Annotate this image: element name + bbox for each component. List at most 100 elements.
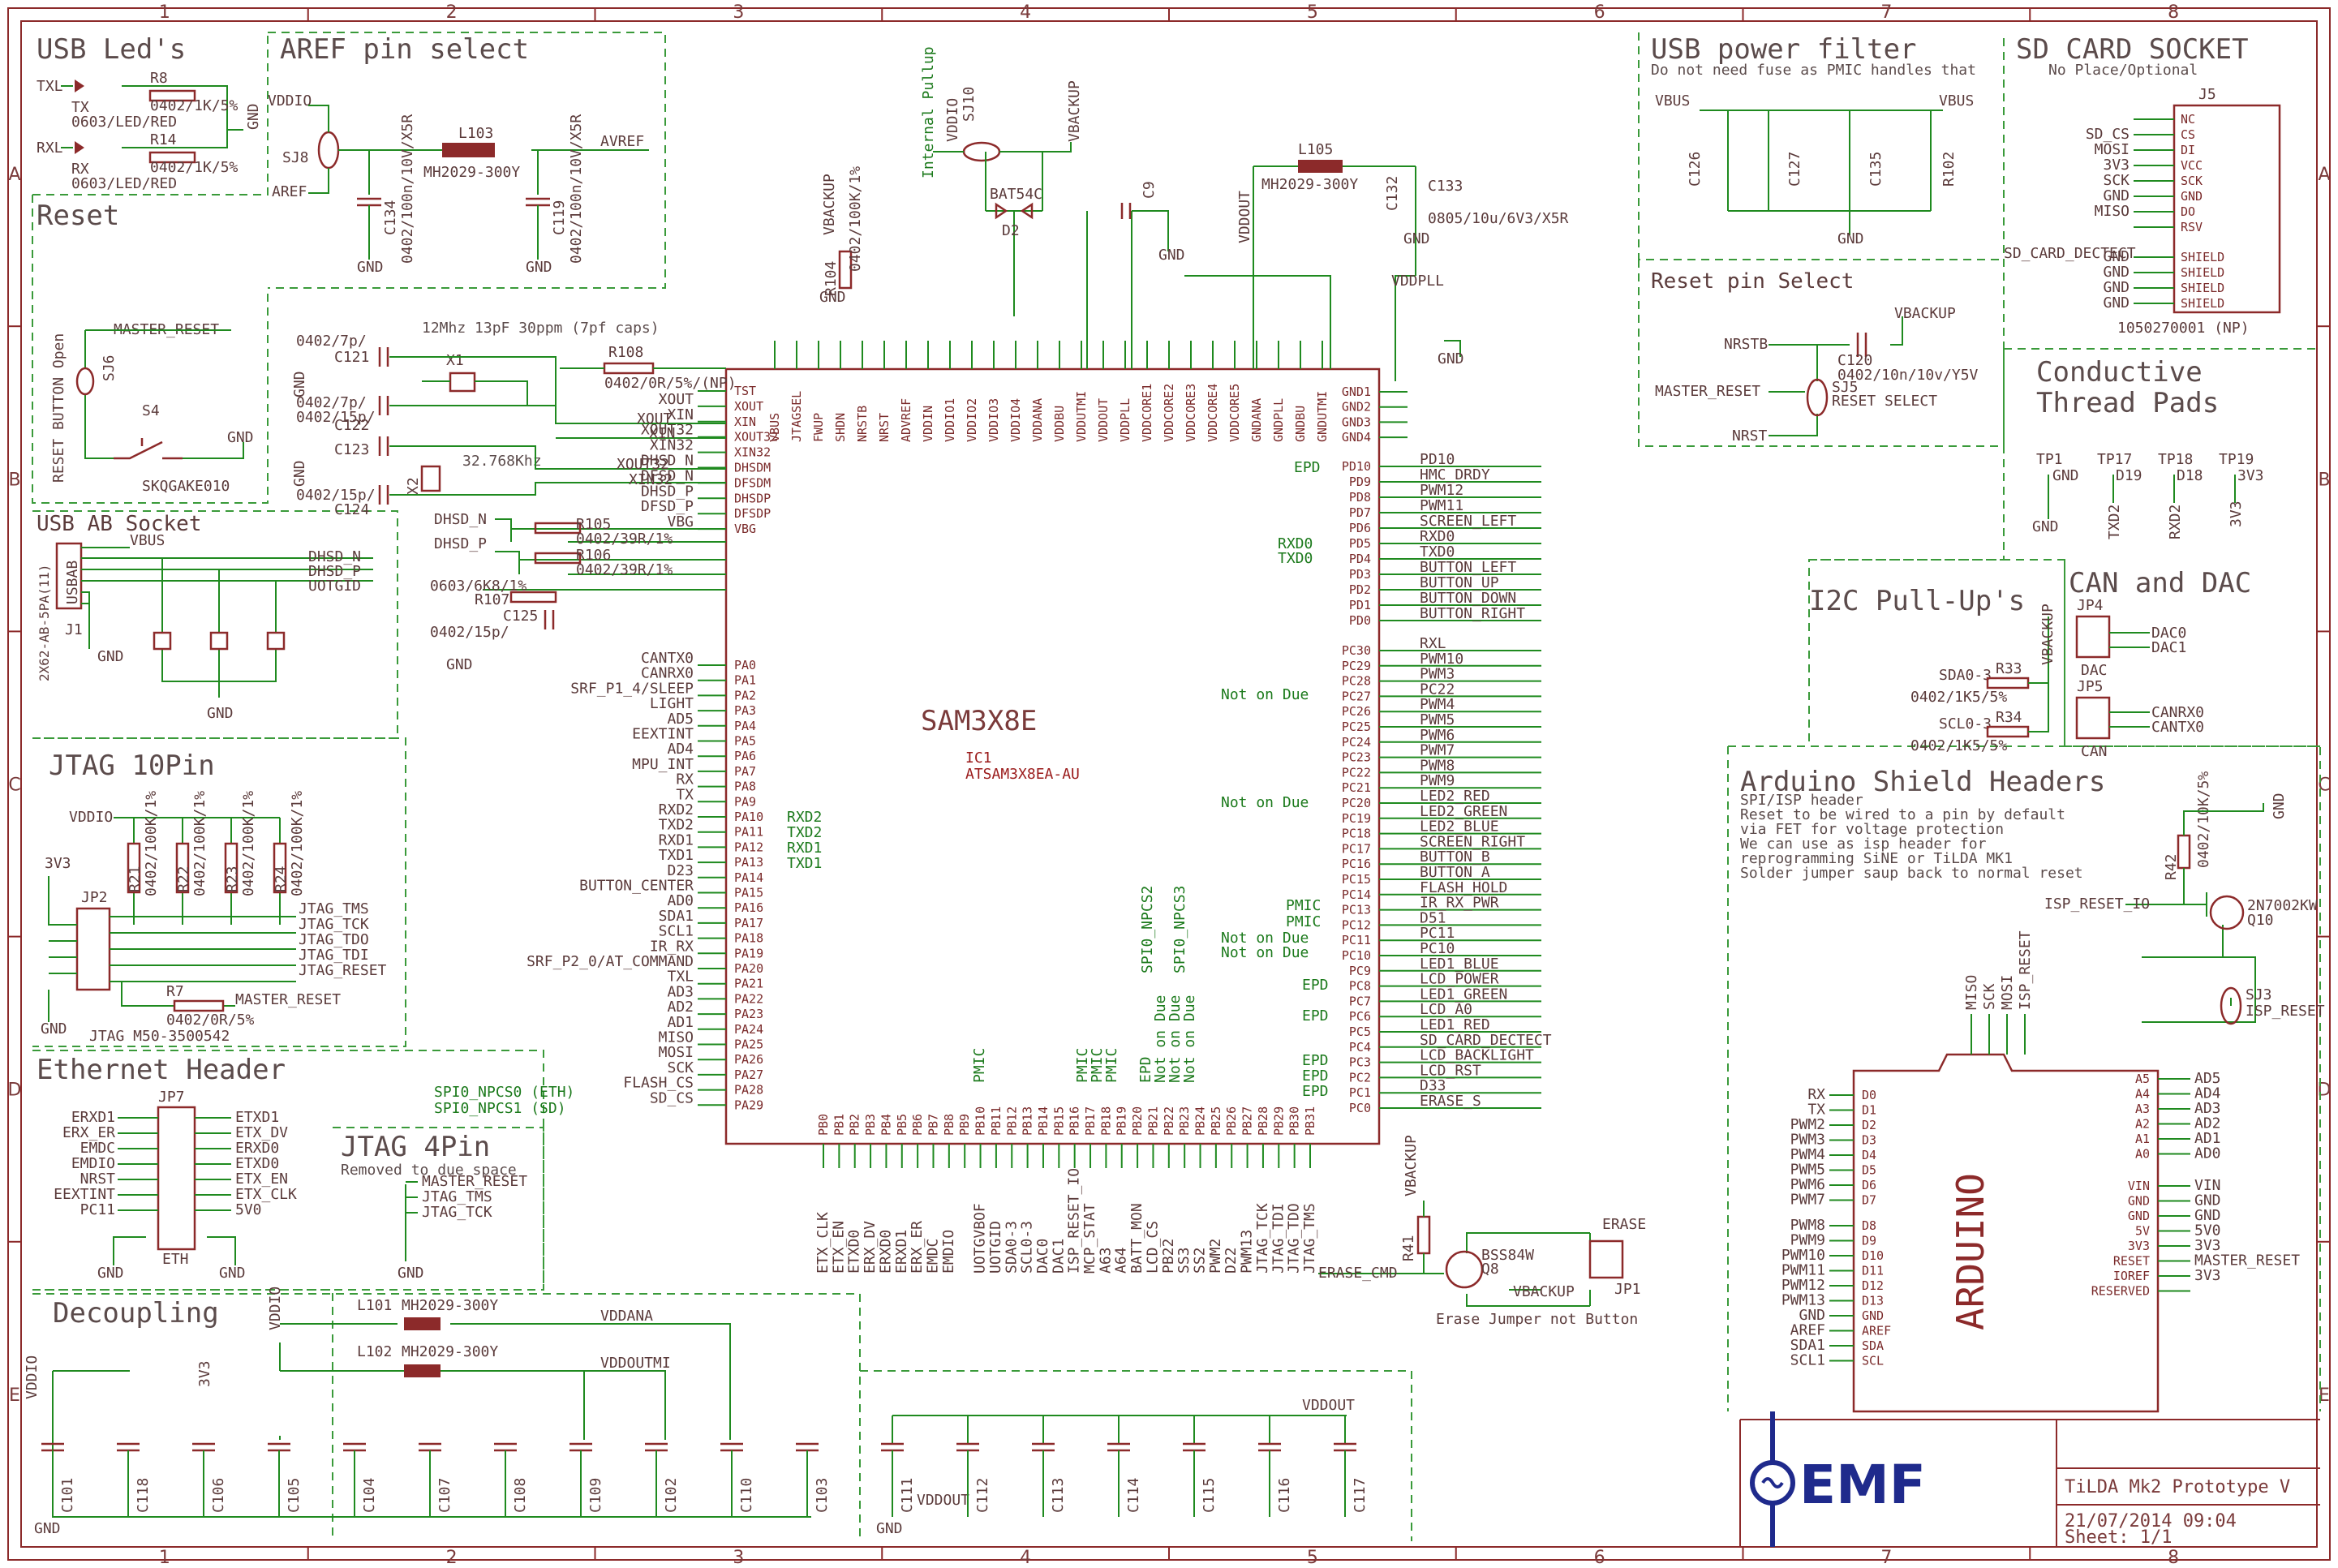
usb-connector-icon	[55, 542, 83, 610]
mcu-left-pin-name: PA18	[734, 931, 763, 946]
arduino-right-net: 5V0	[2194, 1222, 2221, 1239]
mcu-right-pin-name: PD2	[1349, 582, 1371, 597]
resistor-r7-icon	[173, 999, 225, 1012]
r107-value: 0603/6K8/1%	[430, 578, 526, 595]
sd-net: SCK	[2103, 172, 2130, 189]
mcu-top-pin-name: FWUP	[811, 413, 826, 442]
arduino-left-pin: D12	[1862, 1278, 1884, 1293]
c132-ref: C132	[1384, 176, 1401, 211]
grid-col-bottom: 1	[159, 1548, 170, 1568]
sd-net: MOSI	[2095, 141, 2130, 158]
resistor-r104-icon	[838, 250, 853, 290]
mcu-bottom-pin-name: PB15	[1051, 1106, 1066, 1136]
mcu-right-pin-name: PD0	[1349, 613, 1371, 628]
mcu-right-pin-name: PD7	[1349, 505, 1371, 520]
jtag4-note: Removed to due space	[341, 1162, 517, 1179]
note-internal-pullup: Internal Pullup	[920, 46, 937, 178]
sd-pin-name: SCK	[2181, 174, 2203, 188]
note-epd-7: EPD	[1137, 1056, 1154, 1083]
usbab-ref: USBAB	[64, 561, 81, 604]
grid-col-top: 8	[2168, 2, 2179, 23]
grid-col-top: 7	[1880, 2, 1892, 23]
mcu-left-pin-name: PA25	[734, 1037, 763, 1052]
mcu-left-net: TXD2	[659, 817, 694, 834]
mcu-right-net: FLASH_HOLD	[1420, 879, 1507, 896]
mcu-bottom-net: JTAG_TCK	[1254, 1203, 1271, 1274]
net-jtag-tck: JTAG_TCK	[299, 916, 369, 933]
arduino-left-net: PWM11	[1781, 1262, 1825, 1279]
r104-ref: R104	[823, 261, 840, 296]
mcu-right-net: HMC_DRDY	[1420, 466, 1490, 483]
arduino-right-pin: A1	[2135, 1132, 2150, 1146]
l105-ref: L105	[1298, 141, 1333, 158]
r21-value: 0402/100K/1%	[143, 791, 160, 896]
arduino-left-net: PWM4	[1790, 1146, 1825, 1163]
net-3v3-tp: 3V3	[2228, 500, 2245, 527]
mcu-right-pin-name: GND1	[1342, 384, 1371, 399]
arduino-right-pin: VIN	[2128, 1179, 2150, 1193]
r104-value: 0402/100K/1%	[847, 166, 864, 272]
usb-ab-block: USBAB J1 2X62-AB-5PA(11) VBUS DHSD_N DHS…	[37, 532, 373, 722]
mcu-left-net: CANRX0	[641, 665, 694, 682]
mcu-left-pin-name: PA3	[734, 703, 756, 718]
gnd-filter: GND	[1837, 230, 1864, 247]
decoupling-cap-ref: C116	[1276, 1478, 1293, 1513]
mcu-top-pin-name: GNDANA	[1249, 398, 1264, 442]
net-vbackup-r104: VBACKUP	[821, 174, 838, 235]
usb-power-note: Do not need fuse as PMIC handles that	[1651, 62, 1976, 79]
grid-row-right: B	[2318, 470, 2330, 490]
mcu-left-net: SRF_P1_4/SLEEP	[570, 680, 694, 697]
mcu-right-net: LED1_RED	[1420, 1016, 1490, 1033]
mcu-left-pin-name: PA9	[734, 794, 756, 809]
decoupling-cap-ref: C108	[512, 1478, 529, 1513]
mcu-right-pin-name: PD4	[1349, 552, 1371, 566]
mcu-right-pin-name: PC30	[1342, 643, 1371, 658]
led-tx-value: 0603/LED/RED	[71, 114, 177, 131]
mcu-left-net: SCK	[667, 1059, 694, 1076]
sd-pin-name: DO	[2181, 204, 2195, 219]
resistor-r22-icon	[175, 842, 190, 894]
mcu-right-net: PWM9	[1420, 772, 1455, 789]
mcu-right-net: D51	[1420, 909, 1446, 926]
arduino-left-pin: D13	[1862, 1294, 1884, 1308]
mcu-bottom-net: A63	[1097, 1247, 1114, 1274]
arduino-block: ARDUINO D0RXD1TXD2PWM2D3PWM3D4PWM4D5PWM5…	[1781, 771, 2325, 1413]
r105-ref: R105	[576, 516, 611, 533]
mcu-right-pin-name: PC10	[1342, 948, 1371, 963]
grid-row-right: E	[2319, 1385, 2330, 1406]
note-not-on-due-4: Not on Due	[1221, 944, 1309, 961]
mcu-bottom-net: JTAG_TDO	[1286, 1203, 1303, 1274]
mcu-top-pin-name: VDDCORE4	[1206, 384, 1220, 442]
mcu-right-pin-name: PC5	[1349, 1025, 1371, 1039]
gnd-reset: GND	[227, 429, 254, 446]
grid-col-top: 6	[1594, 2, 1605, 23]
mcu-left-pin-name: PA6	[734, 749, 756, 763]
mcu-right-net: PC11	[1420, 925, 1455, 942]
mcu-right-net: PWM5	[1420, 711, 1455, 728]
cap-c9-icon	[1120, 203, 1132, 219]
isp-pin-net: MOSI	[1999, 975, 2016, 1010]
arduino-left-pin: D2	[1862, 1118, 1876, 1132]
sd-shield-net: GND	[2103, 264, 2130, 281]
reset-button-note: RESET BUTTON Open	[50, 333, 67, 483]
jp5-ref: JP5	[2077, 678, 2104, 695]
arduino-left-pin: D1	[1862, 1103, 1876, 1118]
mcu-left-net: VBG	[667, 513, 694, 531]
arduino-left-pin: GND	[1862, 1308, 1884, 1323]
mcu-bottom-net: ERX_ER	[909, 1221, 926, 1274]
date-text: 21/07/2014 09:04	[2065, 1511, 2237, 1531]
mcu-left-net: AD2	[667, 999, 694, 1016]
mcu-left-pin-name: PA12	[734, 840, 763, 854]
mcu-left-net: XOUT32	[641, 422, 694, 439]
q10-value: 2N7002KW	[2247, 897, 2318, 914]
connector-jp4-icon	[2075, 615, 2111, 659]
mcu-left-pin-name: PA11	[734, 825, 763, 840]
section-title-usb-power: USB power filter	[1651, 33, 1917, 66]
section-title-thread-pads: Thread Pads	[2036, 387, 2219, 419]
arduino-left-net: PWM6	[1790, 1176, 1825, 1193]
net-vbackup-erase2: VBACKUP	[1513, 1283, 1575, 1300]
inductor-l103-icon	[442, 143, 495, 157]
c120-ref: C120	[1837, 352, 1872, 369]
cap-c125-icon	[544, 610, 555, 629]
mcu-right-pin-name: PC17	[1342, 841, 1371, 856]
